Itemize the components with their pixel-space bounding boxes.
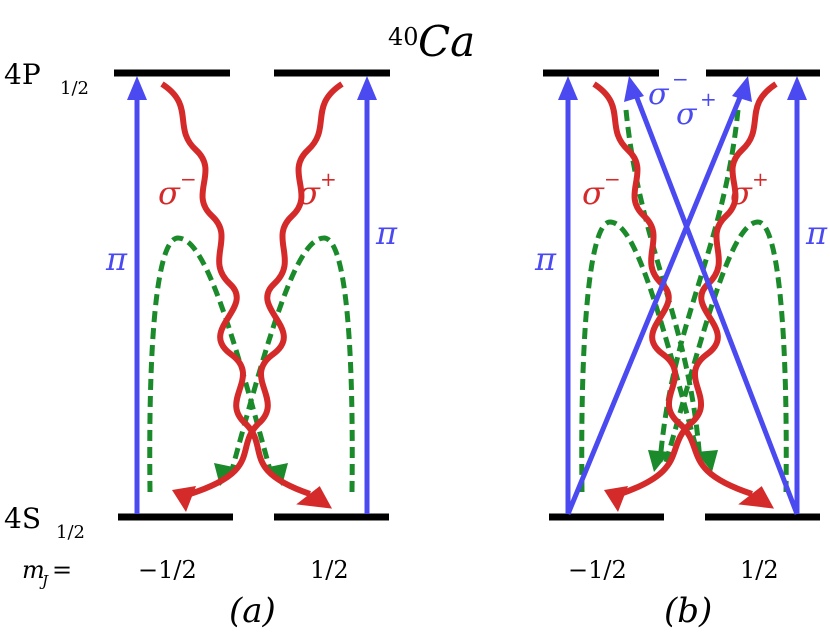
sigma-plus-laser-sup-b: +: [700, 87, 717, 111]
sigma-plus-wave-a: [189, 81, 344, 497]
sigma-minus-sup-a: −: [180, 167, 197, 191]
sigma-minus-label-a: σ: [158, 174, 181, 212]
sigma-minus-wave-b: [592, 81, 753, 497]
upper-level-label: 4P: [4, 58, 41, 91]
mj-subscript: J: [39, 572, 49, 590]
sigma-plus-label-a: σ: [298, 174, 321, 212]
pi-arrowhead-left-b: [558, 76, 578, 100]
mj-label: m: [22, 556, 45, 584]
sigma-minus-laser-arrowhead-b: [624, 76, 644, 102]
sigma-plus-laser-b: [565, 89, 746, 515]
sigma-minus-laser-label-b: σ: [648, 77, 670, 112]
pi-arrowhead-right-b: [787, 76, 807, 100]
mj-minus-half-a: −1/2: [138, 556, 197, 584]
sigma-minus-label-b: σ: [582, 174, 605, 212]
sigma-minus-laser-b: [631, 89, 800, 515]
sigma-plus-sup-b: +: [752, 167, 769, 191]
panel-label-a: (a): [229, 591, 276, 631]
dashed-loop-left-b: [579, 219, 703, 493]
pi-arrowhead-right-a: [357, 76, 377, 100]
lower-level-subscript: 1/2: [56, 522, 85, 543]
sigma-plus-laser-arrowhead-b: [732, 76, 752, 102]
dashed-loop-right-b: [663, 219, 789, 493]
title-element: Ca: [418, 17, 475, 66]
upper-level-subscript: 1/2: [60, 78, 89, 99]
sigma-minus-arrowhead-a: [296, 486, 333, 509]
panel-b: π π σ − σ + σ − σ +: [534, 67, 828, 521]
dashed-loop-left-arrowhead-b: [696, 450, 718, 472]
sigma-minus-arrowhead-b: [738, 486, 775, 509]
pi-arrowhead-left-a: [127, 76, 147, 100]
pi-label-right-a: π: [375, 214, 398, 252]
sigma-plus-wave-b: [619, 81, 778, 497]
mj-plus-half-b: 1/2: [740, 556, 779, 584]
sigma-minus-wave-a: [160, 81, 311, 497]
title-superscript: 40: [388, 23, 419, 51]
sigma-plus-sup-a: +: [320, 167, 337, 191]
sigma-plus-label-b: σ: [730, 174, 753, 212]
lower-level-label: 4S: [4, 502, 41, 535]
sigma-minus-sup-b: −: [604, 167, 621, 191]
sigma-plus-arrowhead-a: [172, 486, 196, 512]
pi-label-right-b: π: [805, 214, 828, 252]
mj-equals: =: [52, 556, 72, 584]
dashed-path-left-a: [147, 235, 273, 493]
sigma-minus-laser-sup-b: −: [672, 67, 689, 91]
panel-a: π π σ − σ +: [105, 69, 398, 521]
mj-plus-half-a: 1/2: [310, 556, 349, 584]
dashed-path-right-a: [229, 235, 355, 493]
mj-minus-half-b: −1/2: [568, 556, 627, 584]
sigma-plus-laser-label-b: σ: [676, 97, 698, 132]
pi-label-left-b: π: [534, 240, 557, 278]
pi-label-left-a: π: [105, 240, 128, 278]
sigma-plus-arrowhead-b: [604, 486, 628, 512]
panel-label-b: (b): [664, 591, 712, 631]
